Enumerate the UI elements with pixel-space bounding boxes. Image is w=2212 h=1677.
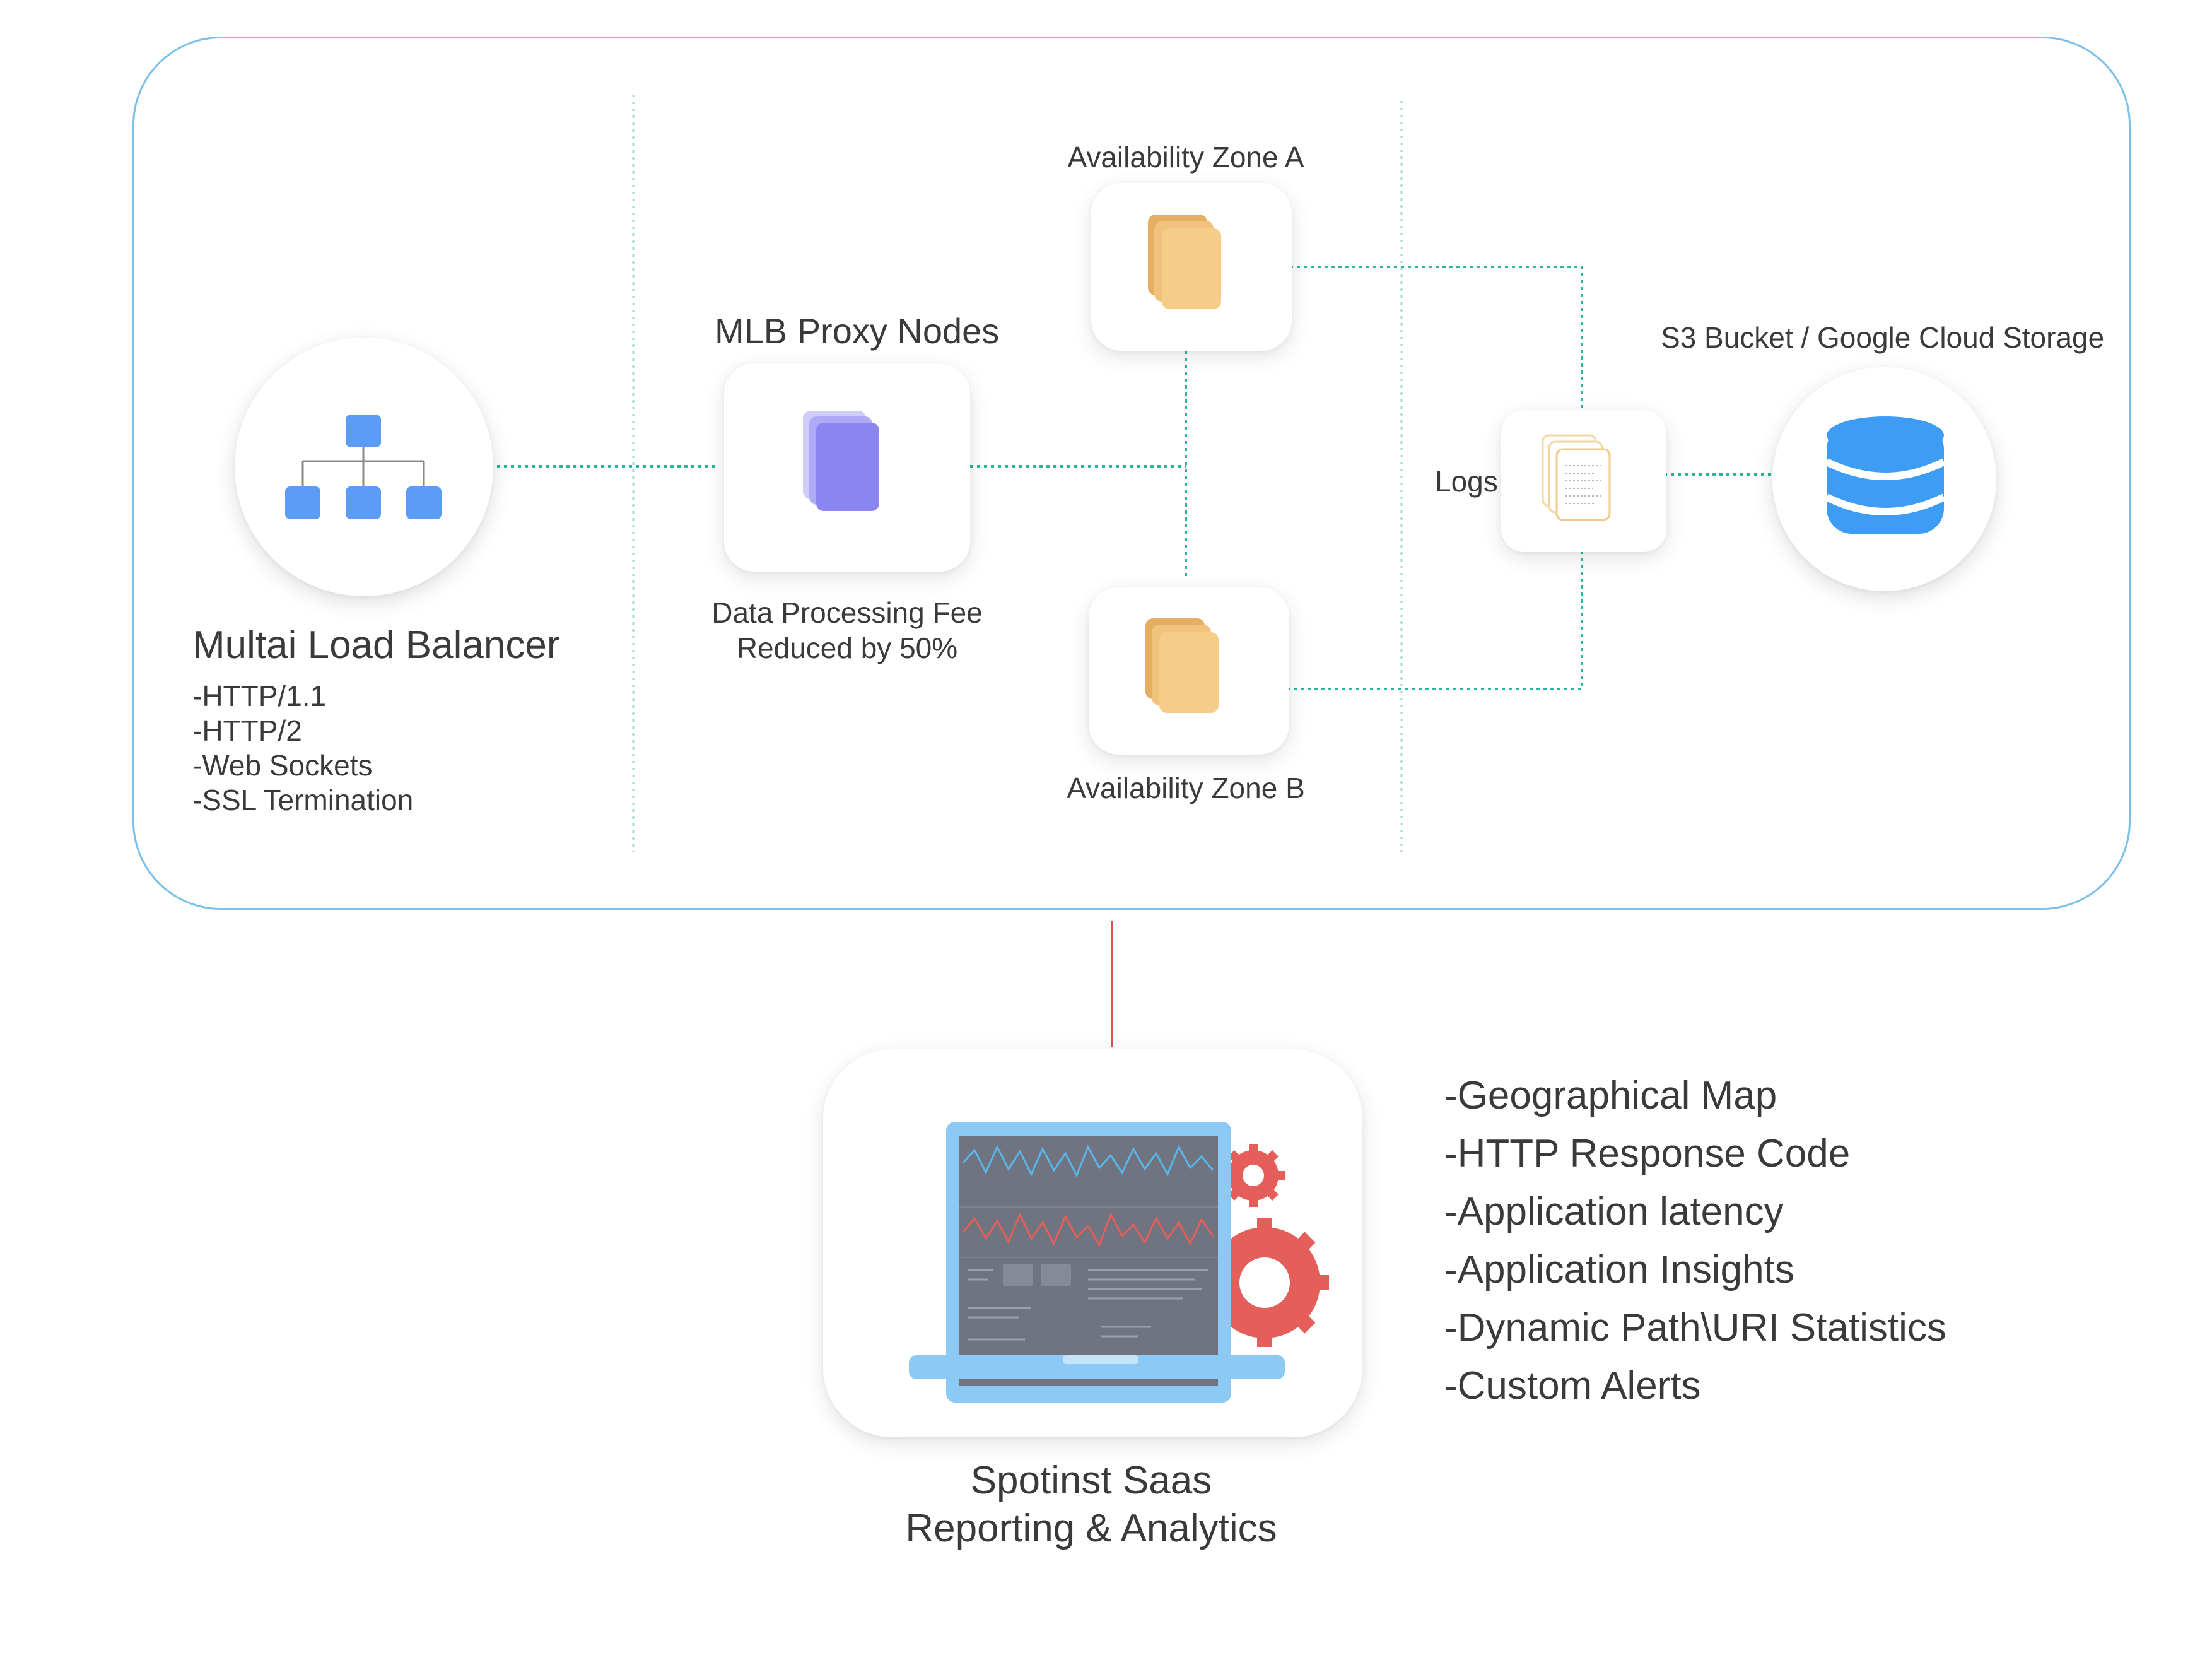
database-icon [1825, 416, 1946, 534]
reporting-feature-response-code: -HTTP Response Code [1444, 1132, 1851, 1175]
zone-a-documents-icon [1148, 215, 1221, 309]
zone-b-label: Availability Zone B [1067, 772, 1305, 804]
reporting-feature-insights: -Application Insights [1444, 1248, 1794, 1292]
reporting-feature-geo-map: -Geographical Map [1444, 1074, 1777, 1117]
lb-feature-http2: -HTTP/2 [192, 714, 302, 747]
proxy-fee-line1: Data Processing Fee [711, 596, 983, 629]
proxy-nodes-card [724, 363, 970, 572]
load-balancer-node [235, 338, 493, 596]
reporting-feature-latency: -Application latency [1444, 1190, 1784, 1233]
reporting-title-line1: Spotinst Saas [970, 1459, 1212, 1502]
zone-a-label: Availability Zone A [1067, 141, 1304, 174]
zone-a-card [1091, 183, 1292, 351]
zone-b-documents-icon [1145, 618, 1219, 713]
logs-label: Logs [1435, 465, 1498, 498]
reporting-title-line2: Reporting & Analytics [905, 1507, 1277, 1550]
lb-feature-websockets: -Web Sockets [192, 749, 373, 782]
proxy-fee-line2: Reduced by 50% [736, 632, 958, 664]
lb-feature-http11: -HTTP/1.1 [192, 680, 327, 712]
logs-card [1501, 410, 1666, 552]
storage-node [1772, 367, 1996, 591]
reporting-feature-path-stats: -Dynamic Path\URI Statistics [1444, 1306, 1946, 1350]
gear-icon-small [1222, 1144, 1285, 1207]
infrastructure-panel [132, 37, 2131, 910]
proxy-nodes-title: MLB Proxy Nodes [715, 311, 1000, 351]
reporting-feature-alerts: -Custom Alerts [1444, 1364, 1701, 1408]
zone-b-card [1089, 587, 1289, 755]
storage-label: S3 Bucket / Google Cloud Storage [1661, 321, 2105, 354]
network-hierarchy-icon [285, 415, 442, 519]
reporting-card [823, 1049, 1362, 1437]
log-files-icon [1542, 434, 1611, 521]
load-balancer-title: Multai Load Balancer [192, 623, 560, 667]
connector-zone-a-logs [1290, 266, 1583, 409]
stacked-documents-icon [803, 411, 879, 511]
laptop-dashboard-icon [909, 1122, 1329, 1403]
lb-feature-ssl: -SSL Termination [192, 784, 414, 816]
connector-zone-b-logs [1287, 551, 1583, 690]
